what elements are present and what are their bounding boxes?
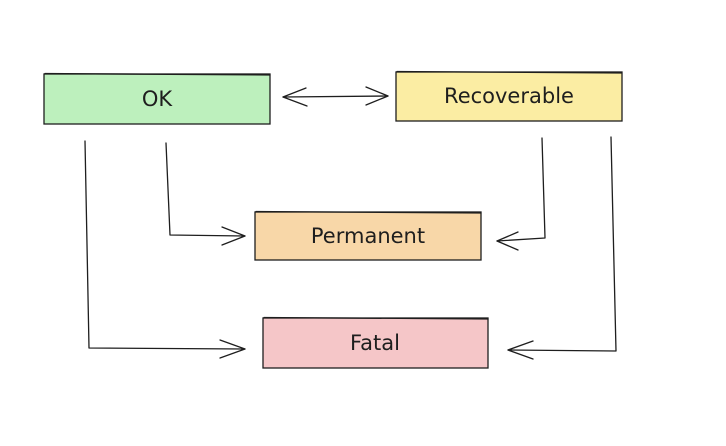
edge-recoverable-fatal: [507, 136, 617, 360]
node-fatal-label: Fatal: [350, 331, 400, 355]
node-recoverable-box: [395, 71, 623, 122]
edge-recoverable-fatal-line: [507, 136, 617, 352]
edge-ok-permanent-arrowhead: [221, 226, 246, 246]
node-fatal-box: [262, 317, 489, 369]
edge-ok-recoverable-line: [282, 95, 389, 98]
edge-recoverable-permanent-line: [496, 137, 546, 242]
node-permanent-box: [254, 211, 482, 261]
edge-recoverable-permanent: [496, 137, 546, 251]
edge-ok-recoverable: [282, 86, 389, 107]
node-recoverable-label: Recoverable: [444, 84, 574, 108]
edge-ok-fatal-line: [84, 140, 246, 350]
node-recoverable-sketch-line: [396, 70, 622, 74]
edge-recoverable-fatal-arrowhead: [507, 340, 534, 360]
node-fatal: Fatal: [262, 316, 489, 369]
node-permanent: Permanent: [254, 210, 482, 261]
edge-ok-fatal: [84, 140, 246, 359]
node-permanent-sketch-line: [255, 210, 482, 214]
edge-ok-permanent: [165, 142, 246, 246]
node-fatal-sketch-line: [263, 316, 489, 320]
node-ok-box: [43, 73, 271, 125]
node-ok-label: OK: [142, 87, 174, 111]
edge-ok-fatal-arrowhead: [219, 339, 246, 359]
node-recoverable: Recoverable: [395, 70, 623, 122]
edge-ok-permanent-line: [165, 142, 246, 237]
edge-ok-recoverable-arrowhead-right: [365, 86, 389, 106]
edge-ok-recoverable-arrowhead-left: [282, 87, 308, 107]
edge-recoverable-permanent-arrowhead: [496, 231, 519, 251]
node-ok-sketch-line: [44, 72, 271, 76]
node-permanent-label: Permanent: [311, 224, 425, 248]
node-ok: OK: [43, 72, 271, 125]
